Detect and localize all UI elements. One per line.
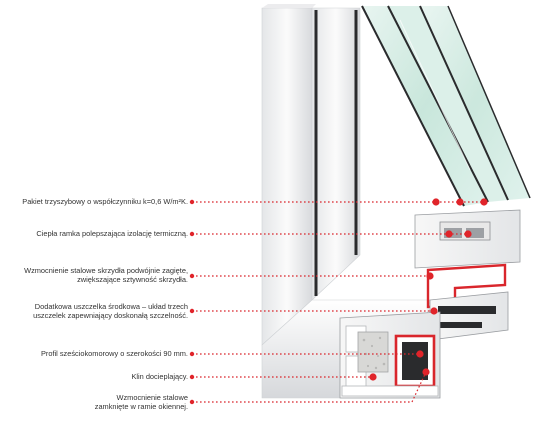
- label-six-chamber-line-1: Profil sześciokomorowy o szerokości 90 m…: [40, 349, 188, 358]
- label-warm-edge: Ciepła ramka polepszająca izolację termi…: [36, 229, 188, 238]
- outer-frame-top: [262, 4, 316, 8]
- callout-start-1: [189, 199, 195, 205]
- outer-frame-vertical: [261, 7, 313, 346]
- callout-line-7: [192, 371, 427, 403]
- callout-dot-1b: [456, 198, 464, 206]
- callout-start-dots: [189, 199, 195, 405]
- label-sash-steel-line-2: zwiększające sztywność skrzydła.: [77, 275, 188, 285]
- glass-edge-4: [447, 5, 531, 199]
- label-triple-glazing: Pakiet trzyszybowy o współczynniku k=0,6…: [22, 197, 188, 206]
- glass-pane-middle: [388, 6, 508, 202]
- gasket-black-1: [438, 306, 496, 314]
- label-insulating-wedge: Klin docieplający.: [131, 372, 188, 381]
- glass-edge-1: [361, 5, 465, 207]
- callout-dot-2b: [464, 230, 472, 238]
- glass-edge-3: [419, 5, 509, 201]
- label-middle-gasket-line-2: uszczelek zapewniający doskonałą szczeln…: [33, 311, 188, 321]
- glass-reflection: [399, 19, 471, 171]
- spacer-inner-1: [444, 228, 462, 238]
- glass-pane-inner: [420, 6, 530, 200]
- callout-start-4: [189, 308, 195, 314]
- middle-gasket: [429, 291, 509, 341]
- glass-pane-outer: [362, 6, 488, 206]
- label-frame-steel-line-1: Wzmocnienie stalowe: [116, 393, 188, 402]
- callout-start-6: [189, 374, 195, 380]
- label-middle-gasket: Dodatkowa uszczelka środkowa – układ trz…: [33, 302, 188, 321]
- sash-steel-reinforcement: [426, 263, 507, 309]
- spacer-inner-2: [466, 228, 484, 238]
- label-warm-edge-line-1: Ciepła ramka polepszająca izolację termi…: [36, 229, 188, 238]
- insulating-wedge: [357, 331, 389, 373]
- triple-glazing: [361, 5, 531, 207]
- callout-lines: [192, 201, 487, 403]
- callout-dot-1c: [480, 198, 488, 206]
- callout-dot-7: [422, 368, 430, 376]
- callout-dot-2a: [445, 230, 453, 238]
- callout-dot-6: [369, 373, 377, 381]
- callout-dot-4: [430, 307, 438, 315]
- profile-cross-section: [339, 209, 521, 399]
- frame-chamber-3: [341, 385, 439, 397]
- callout-start-7: [189, 399, 195, 405]
- label-insulating-wedge-line-1: Klin docieplający.: [131, 372, 188, 381]
- callout-dots: [369, 198, 488, 381]
- callout-start-2: [189, 231, 195, 237]
- label-six-chamber: Profil sześciokomorowy o szerokości 90 m…: [41, 349, 188, 358]
- gasket-black-2: [438, 322, 482, 328]
- sash-frame-vertical: [311, 7, 361, 301]
- callout-dot-1a: [432, 198, 440, 206]
- label-frame-steel-line-2: zamknięte w ramie okiennej.: [94, 402, 188, 412]
- callout-start-5: [189, 351, 195, 357]
- label-triple-glazing-line-1: Pakiet trzyszybowy o współczynniku k=0,6…: [22, 197, 188, 206]
- label-sash-steel: Wzmocnienie stalowe skrzydła podwójnie z…: [24, 266, 188, 285]
- glass-edge-2: [387, 5, 489, 203]
- callout-start-3: [189, 273, 195, 279]
- callout-dot-3: [426, 272, 434, 280]
- label-sash-steel-line-1: Wzmocnienie stalowe skrzydła podwójnie z…: [24, 266, 188, 275]
- callout-dot-5: [416, 350, 424, 358]
- label-middle-gasket-line-1: Dodatkowa uszczelka środkowa – układ trz…: [34, 302, 188, 311]
- label-frame-steel: Wzmocnienie stalowe zamknięte w ramie ok…: [95, 393, 188, 412]
